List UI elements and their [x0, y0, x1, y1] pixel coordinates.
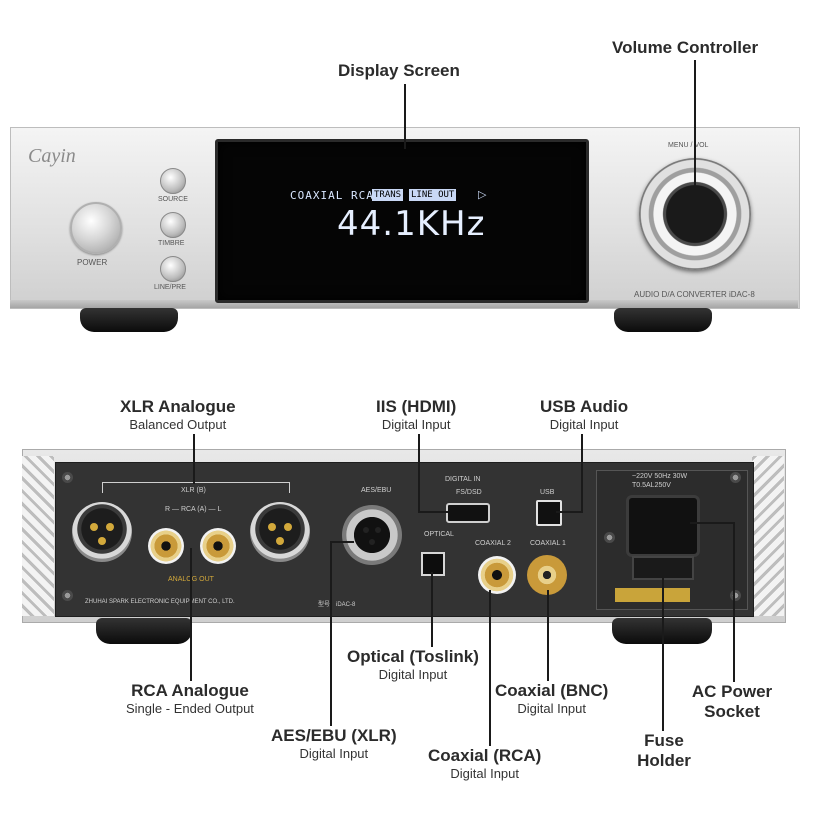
model-label: AUDIO D/A CONVERTER iDAC-8 — [634, 290, 755, 299]
callout-xlr-analogue: XLR Analogue Balanced Output — [120, 397, 236, 432]
callout-volume-controller: Volume Controller — [612, 38, 759, 57]
warning-sticker — [615, 588, 690, 602]
aes-ebu-input[interactable] — [342, 505, 402, 565]
display-badge-trans: TRANS — [372, 189, 404, 201]
power-label: POWER — [77, 258, 108, 267]
hdmi-input[interactable] — [446, 503, 490, 523]
maker-label: ZHUHAI SPARK ELECTRONIC EQUIPMENT CO., L… — [85, 599, 235, 605]
right-heatsink — [752, 456, 784, 616]
front-panel-bottom-edge — [10, 300, 798, 308]
leader-aes-ebu-h — [330, 541, 354, 543]
screw — [62, 472, 73, 483]
callout-fuse-holder: Fuse Holder — [637, 731, 691, 770]
rca-output-left[interactable] — [200, 528, 236, 564]
xlr-output-left[interactable] — [250, 502, 310, 562]
aes-ebu-label: AES/EBU — [361, 487, 392, 494]
callout-aes-ebu: AES/EBU (XLR) Digital Input — [271, 726, 397, 761]
leader-coaxial-bnc — [547, 590, 549, 681]
power-module — [596, 470, 748, 610]
xlr-output-right[interactable] — [72, 502, 132, 562]
display-screen — [215, 139, 589, 303]
leader-iis-hdmi-h — [418, 511, 448, 513]
leader-rca-analogue — [190, 548, 192, 681]
power-spec-label: ~220V 50Hz 30W T0.5AL250V — [632, 473, 688, 489]
line-pre-label: LINE/PRE — [154, 284, 186, 291]
xlr-bracket — [102, 482, 290, 493]
leader-display-screen — [404, 84, 406, 149]
leader-xlr-analogue — [193, 434, 195, 484]
leader-aes-ebu-v — [330, 541, 332, 726]
ac-power-socket[interactable] — [626, 495, 700, 557]
screw — [730, 590, 741, 601]
front-foot-left — [80, 308, 178, 332]
timbre-label: TIMBRE — [158, 240, 185, 247]
coaxial-rca-input[interactable] — [478, 556, 516, 594]
usb-label: USB — [540, 489, 555, 496]
coaxial1-label: COAXIAL 1 — [530, 540, 566, 547]
usb-input[interactable] — [536, 500, 562, 526]
back-foot-left — [96, 618, 192, 644]
leader-fuse-holder — [662, 570, 664, 731]
callout-ac-power: AC Power Socket — [691, 682, 773, 721]
callout-display-screen: Display Screen — [338, 61, 460, 80]
optical-label: OPTICAL — [424, 531, 454, 538]
leader-volume-controller — [694, 60, 696, 212]
coaxial2-label: COAXIAL 2 — [475, 540, 511, 547]
left-heatsink — [22, 456, 54, 616]
leader-ac-power-h — [690, 522, 735, 524]
front-foot-right — [614, 308, 712, 332]
leader-iis-hdmi-v — [418, 434, 420, 512]
leader-usb-audio-v — [581, 434, 583, 512]
xlr-b-label: XLR (B) — [181, 487, 206, 494]
screw — [604, 532, 615, 543]
optical-input[interactable] — [421, 552, 445, 576]
menu-vol-label: MENU / VOL — [668, 142, 709, 149]
screw — [730, 472, 741, 483]
screw — [62, 590, 73, 601]
leader-optical — [431, 572, 433, 647]
callout-rca-analogue: RCA Analogue Single - Ended Output — [126, 681, 254, 716]
timbre-button[interactable] — [160, 212, 186, 238]
callout-coaxial-rca: Coaxial (RCA) Digital Input — [428, 746, 542, 781]
brand-logo: Cayin — [28, 145, 76, 167]
callout-coaxial-bnc: Coaxial (BNC) Digital Input — [495, 681, 609, 716]
callout-usb-audio: USB Audio Digital Input — [540, 397, 629, 432]
rca-a-label: R — RCA (A) — L — [165, 506, 222, 513]
coaxial-bnc-input[interactable] — [527, 555, 567, 595]
power-button[interactable] — [70, 202, 122, 254]
callout-optical: Optical (Toslink) Digital Input — [347, 647, 479, 682]
fs-dsd-label: FS/DSD — [456, 489, 482, 496]
display-badge-line-out: LINE OUT — [409, 189, 457, 201]
source-button[interactable] — [160, 168, 186, 194]
source-label: SOURCE — [158, 196, 188, 203]
callout-iis-hdmi: IIS (HDMI) Digital Input — [376, 397, 457, 432]
digital-in-label: DIGITAL IN — [445, 476, 481, 483]
display-frequency: 44.1KHz — [337, 204, 486, 244]
leader-usb-audio-h — [556, 511, 583, 513]
leader-ac-power-v — [733, 522, 735, 682]
leader-coaxial-rca — [489, 590, 491, 746]
rca-output-right[interactable] — [148, 528, 184, 564]
speaker-icon: ▷ — [478, 189, 487, 201]
line-pre-button[interactable] — [160, 256, 186, 282]
display-input-text: COAXIAL RCA — [290, 189, 374, 202]
model-field-label: 型号：iDAC-8 — [318, 602, 356, 608]
